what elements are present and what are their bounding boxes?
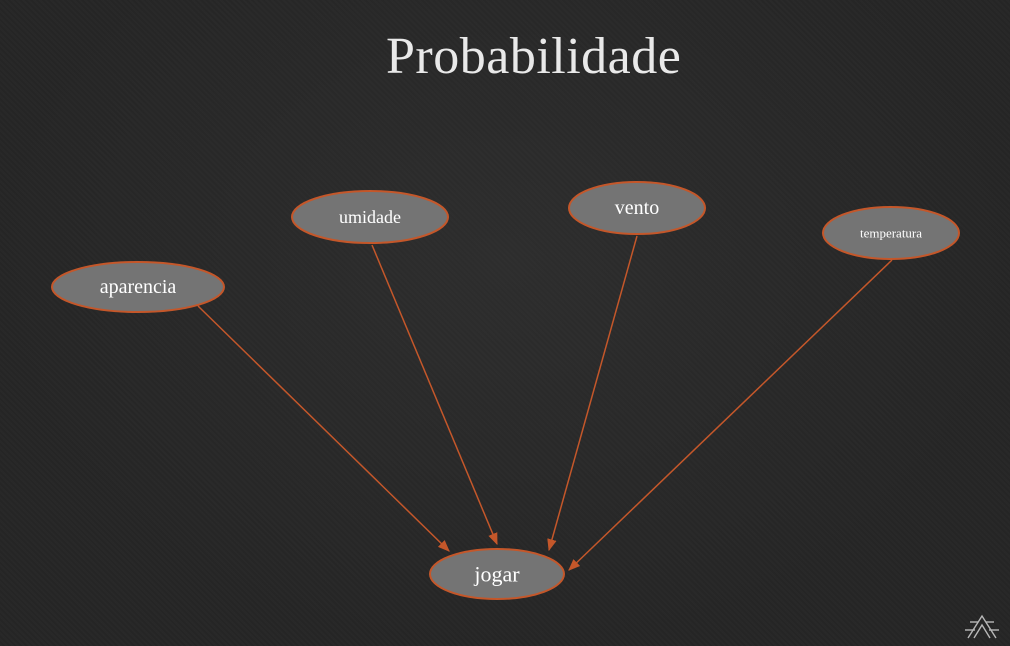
node-label: temperatura <box>860 226 922 241</box>
edge-vento-jogar <box>547 235 638 552</box>
logo-watermark-icon <box>965 614 999 639</box>
slide-title: Probabilidade <box>386 28 682 85</box>
node-label: aparencia <box>100 276 177 298</box>
edges <box>197 235 893 571</box>
node-label: vento <box>615 197 659 219</box>
node-vento[interactable]: vento <box>568 181 706 235</box>
edge-umidade-jogar <box>371 244 498 546</box>
edge-aparencia-jogar <box>197 305 450 552</box>
node-label: umidade <box>339 207 401 227</box>
node-temperatura[interactable]: temperatura <box>822 206 960 260</box>
node-umidade[interactable]: umidade <box>291 190 449 244</box>
node-aparencia[interactable]: aparencia <box>51 261 225 313</box>
node-label: jogar <box>473 562 520 587</box>
node-jogar[interactable]: jogar <box>429 548 565 600</box>
edge-temperatura-jogar <box>568 259 893 571</box>
